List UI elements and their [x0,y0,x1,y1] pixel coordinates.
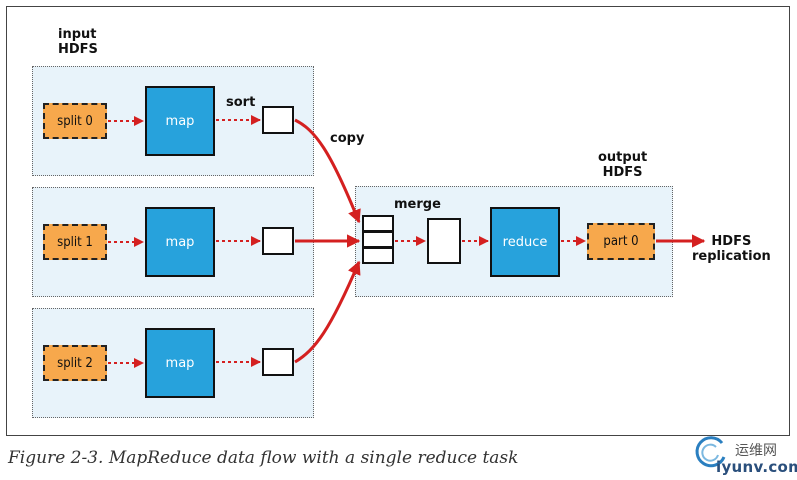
part-0-box: part 0 [587,223,655,260]
map-box-1: map [145,207,215,277]
merged-buffer [427,218,461,264]
copy-label: copy [330,131,365,146]
sort-label: sort [226,95,256,110]
split-1-box: split 1 [43,224,107,260]
merge-label: merge [394,197,441,212]
watermark-cn-text: 运维网 [735,443,777,459]
map-output-buffer-1 [262,227,294,255]
map-output-buffer-2 [262,348,294,376]
hdfs-replication-label: HDFS replication [692,234,771,264]
merge-input-segment-1 [362,231,394,248]
merge-input-segment-0 [362,215,394,232]
output-hdfs-label: output HDFS [598,150,648,180]
watermark-url-text: iyunv.com [716,458,797,476]
map-box-0: map [145,86,215,156]
figure-caption: Figure 2-3. MapReduce data flow with a s… [8,448,519,468]
watermark-logo-icon [695,436,726,468]
map-output-buffer-0 [262,106,294,134]
input-hdfs-label: input HDFS [58,27,98,57]
split-0-box: split 0 [43,103,107,139]
reduce-box: reduce [490,207,560,277]
split-2-box: split 2 [43,345,107,381]
map-box-2: map [145,328,215,398]
merge-input-segment-2 [362,247,394,264]
